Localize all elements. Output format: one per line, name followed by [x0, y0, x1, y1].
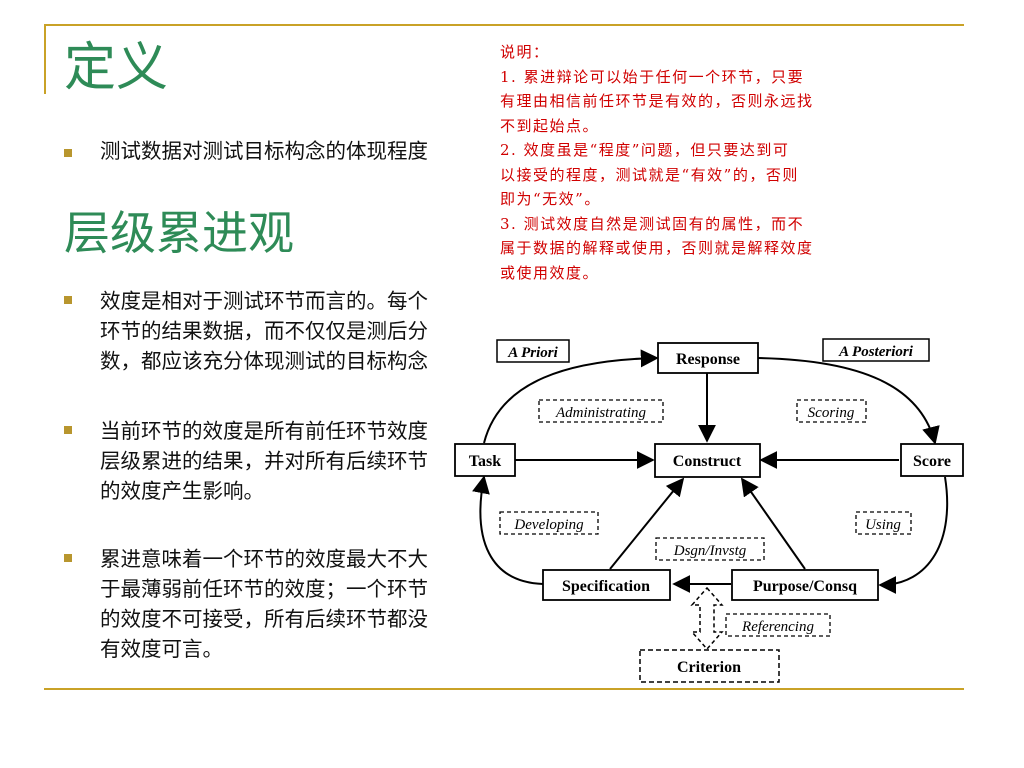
- construct-node: [654, 443, 761, 478]
- note-heading: 说明：: [500, 43, 550, 61]
- bottom-rule: [44, 688, 964, 690]
- score-node: [900, 443, 964, 477]
- top-rule: [44, 24, 964, 26]
- note-line: 即为“无效”。: [500, 190, 601, 208]
- note-line: 或使用效度。: [500, 263, 600, 282]
- note-line: 3. 测试效度自然是测试固有的属性，而不: [500, 214, 805, 233]
- a-priori-box: [496, 339, 570, 363]
- scoring-box: [796, 399, 867, 423]
- purpose-node: [731, 569, 879, 601]
- note-line: 有理由相信前任环节是有效的，否则永远找: [500, 92, 814, 110]
- specification-node: [542, 569, 671, 601]
- bullet-marker: [64, 149, 72, 157]
- arrow-specification-to-construct: [609, 477, 685, 570]
- bullet-marker: [64, 554, 72, 562]
- double-arrow-criterion: [690, 586, 724, 651]
- explanation-note: 说明： 1. 累进辩论可以始于任何一个环节，只要 有理由相信前任环节是有效的，否…: [500, 40, 960, 285]
- bullet-item: 效度是相对于测试环节而言的。每个环节的结果数据，而不仅仅是测后分数，都应该充分体…: [100, 289, 428, 373]
- dsgn-invstg-box: [655, 537, 765, 561]
- purpose-node-label: Purpose/Consq: [753, 578, 857, 595]
- bullet-list-hierarchy: 效度是相对于测试环节而言的。每个环节的结果数据，而不仅仅是测后分数，都应该充分体…: [0, 286, 450, 690]
- note-line: 2. 效度虽是“程度”问题，但只要达到可: [500, 141, 790, 159]
- bullet-list-definition: 测试数据对测试目标构念的体现程度: [0, 136, 450, 200]
- note-line: 属于数据的解释或使用，否则就是解释效度: [500, 239, 814, 257]
- bullet-item: 测试数据对测试目标构念的体现程度: [100, 139, 428, 163]
- referencing-box: [725, 613, 831, 637]
- response-node-label: Response: [676, 351, 740, 368]
- arc-response-to-score: [757, 357, 940, 445]
- a-priori-label: A Priori: [507, 345, 558, 361]
- task-node: [454, 443, 516, 477]
- criterion-node-label: Criterion: [677, 659, 741, 676]
- criterion-node: [639, 649, 780, 683]
- specification-node-label: Specification: [562, 578, 650, 595]
- a-posteriori-box: [822, 338, 930, 362]
- response-node: [657, 342, 759, 374]
- bullet-marker: [64, 296, 72, 304]
- arrow-purpose-to-construct: [740, 477, 806, 570]
- note-line: 以接受的程度，测试就是“有效”的，否则: [500, 165, 799, 184]
- task-node-label: Task: [469, 453, 501, 470]
- bullet-marker: [64, 426, 72, 434]
- referencing-label: Referencing: [741, 619, 814, 635]
- arc-score-to-purpose: [878, 476, 949, 594]
- developing-box: [499, 511, 599, 535]
- scoring-label: Scoring: [808, 405, 855, 421]
- bullet-item: 当前环节的效度是所有前任环节效度层级累进的结果，并对所有后续环节的效度产生影响。: [100, 419, 428, 503]
- using-box: [855, 511, 912, 535]
- left-rule: [44, 24, 46, 94]
- a-posteriori-label: A Posteriori: [838, 344, 914, 360]
- slide-title-hierarchy: 层级累进观: [64, 206, 294, 260]
- note-line: 1. 累进辩论可以始于任何一个环节，只要: [500, 67, 805, 86]
- using-label: Using: [865, 517, 901, 533]
- arc-task-to-response: [483, 349, 659, 444]
- bullet-item: 累进意味着一个环节的效度最大不大于最薄弱前任环节的效度；一个环节的效度不可接受，…: [100, 547, 428, 661]
- score-node-label: Score: [913, 453, 951, 470]
- note-line: 不到起始点。: [500, 116, 600, 135]
- construct-node-label: Construct: [673, 453, 742, 470]
- developing-label: Developing: [513, 517, 584, 533]
- administrating-box: [538, 399, 664, 423]
- administrating-label: Administrating: [555, 405, 647, 421]
- dsgn-invstg-label: Dsgn/Invstg: [673, 543, 747, 559]
- slide-title-definition: 定义: [64, 38, 169, 98]
- arc-specification-to-task: [472, 475, 544, 585]
